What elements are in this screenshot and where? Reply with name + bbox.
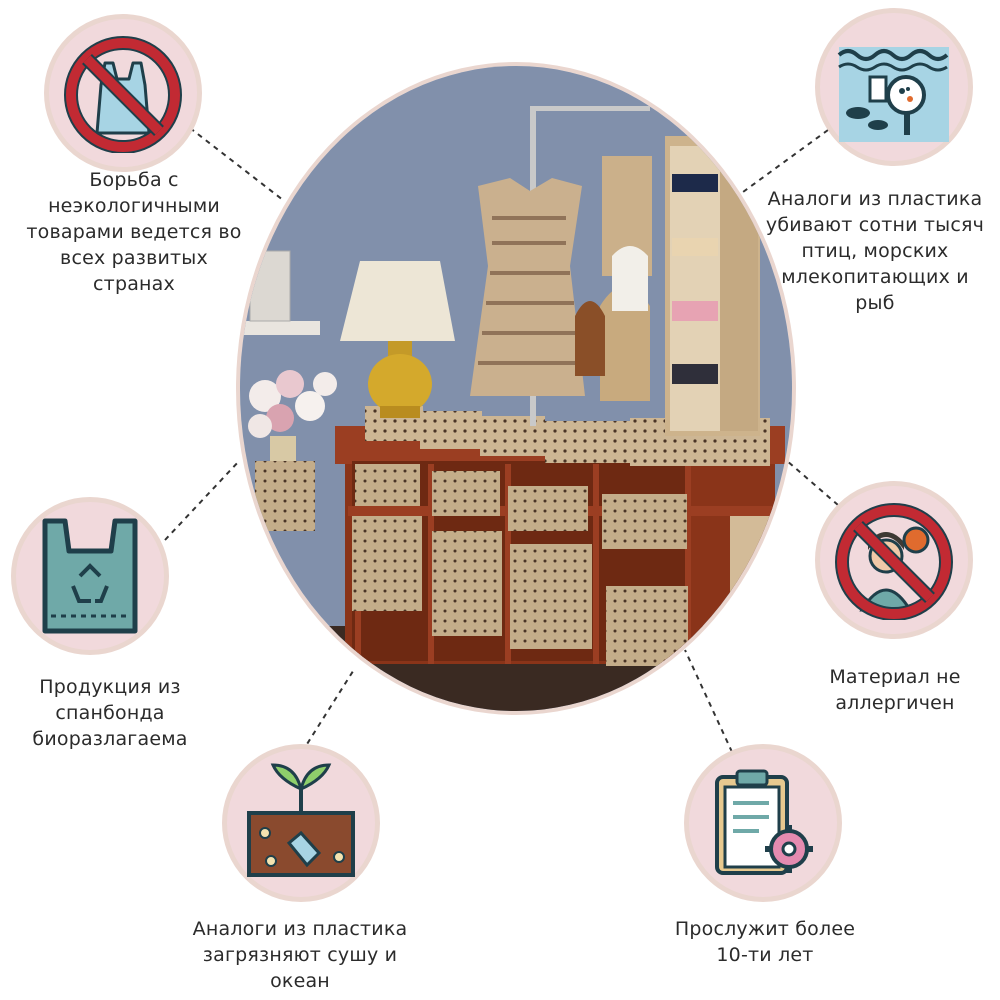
product-photo [236,62,796,715]
jewelry-dress-organizer [470,178,585,396]
recycle-bag-icon [42,518,138,634]
hanging-bags [575,156,652,401]
ocean-pollution-icon [837,47,949,142]
table-lamp [340,261,455,418]
storage-room-illustration [240,66,792,711]
feature-circle-biodegradable [11,497,169,655]
feature-circle-allergy [815,481,973,639]
soil-pollution-icon [247,763,355,877]
feature-circle-fight [44,14,202,172]
feature-caption-allergy: Материал не аллергичен [829,666,961,714]
feature-caption-ocean: Аналоги из пластика убивают сотни тысяч … [765,188,985,314]
feature-circle-ocean [815,8,973,166]
feature-circle-durable [684,744,842,902]
organizer-boxes [255,406,770,666]
flower-bouquet [248,370,337,464]
no-plastic-bag-icon [64,36,182,153]
feature-caption-durable: Прослужит более 10-ти лет [674,918,856,966]
feature-circle-soil [222,744,380,902]
feature-caption-soil: Аналоги из пластика загрязняют сушу и ок… [192,918,408,992]
clipboard-gear-icon [715,769,813,875]
feature-caption-biodegradable: Продукция из спанбонда биоразлагаема [32,676,188,750]
no-allergy-icon [835,503,953,620]
feature-caption-fight: Борьба с неэкологичными товарами ведется… [26,169,242,295]
